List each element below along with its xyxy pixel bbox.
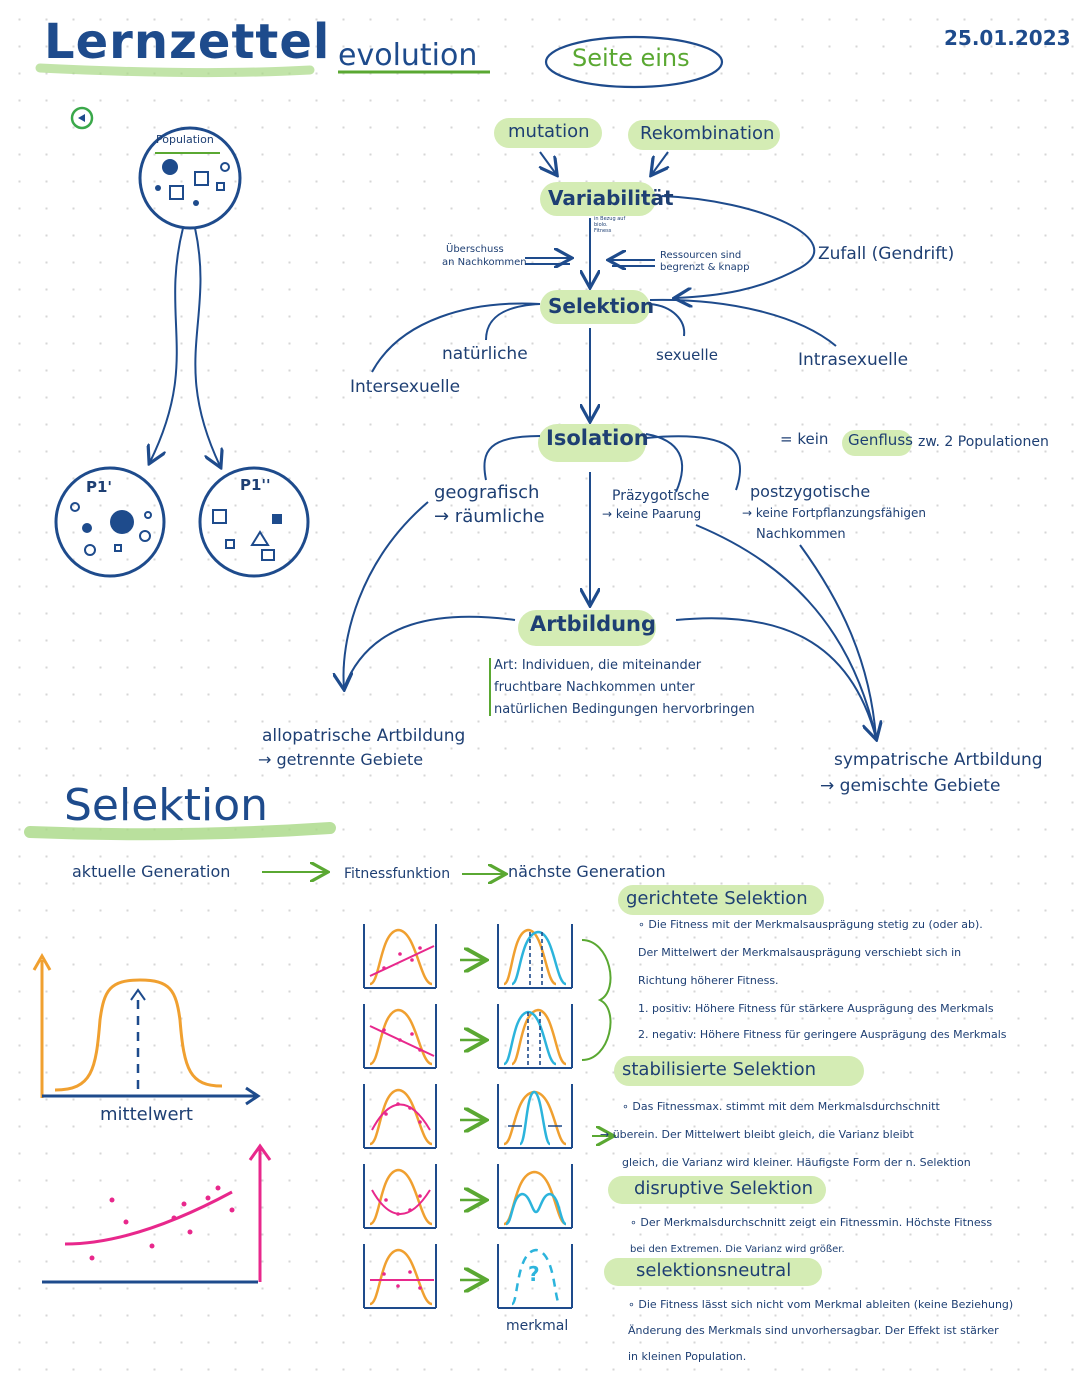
variabilitaet-note: in Bezug auf biolo. Fitness	[594, 216, 626, 234]
gerichtete-4: 1. positiv: Höhere Fitness für stärkere …	[638, 1002, 994, 1015]
selektion-heading: Selektion	[64, 780, 269, 831]
merkmal-label: merkmal	[506, 1318, 569, 1334]
disruptiv-title: disruptive Selektion	[634, 1178, 814, 1199]
node-natuerliche: natürliche	[442, 344, 528, 364]
node-zufall: Zufall (Gendrift)	[818, 244, 955, 264]
neutral-2: Änderung des Merkmals sind unvorhersagba…	[628, 1324, 999, 1337]
gerichtete-1: ∘ Die Fitness mit der Merkmalsausprägung…	[638, 918, 983, 931]
node-isolation: Isolation	[546, 426, 649, 450]
node-selektion: Selektion	[548, 294, 655, 318]
art-def-1: Art: Individuen, die miteinander	[494, 658, 702, 673]
question-mark: ?	[528, 1262, 540, 1286]
sympatrisch-1: sympatrische Artbildung	[834, 750, 1043, 770]
stabil-3: gleich, die Varianz wird kleiner. Häufig…	[622, 1156, 971, 1169]
gerichtete-2: Der Mittelwert der Merkmalsausprägung ve…	[638, 946, 962, 959]
node-rekombination: Rekombination	[640, 123, 775, 144]
postzygotisch-1: postzygotische	[750, 482, 871, 501]
page-title: Lernzettel	[44, 14, 331, 70]
scatter-chart	[42, 1143, 272, 1284]
praezygotisch-2: → keine Paarung	[602, 507, 702, 521]
allopatrisch-1: allopatrische Artbildung	[262, 726, 466, 746]
population-diagram	[54, 126, 310, 578]
stabil-title: stabilisierte Selektion	[622, 1059, 817, 1080]
node-sexuelle: sexuelle	[656, 346, 718, 364]
neutral-3: in kleinen Population.	[628, 1350, 747, 1363]
kein-label: = kein	[780, 430, 829, 448]
praezygotisch-1: Präzygotische	[612, 488, 710, 504]
mindmap-connectors	[344, 151, 876, 738]
title-underline	[35, 63, 315, 78]
genfluss-label: Genfluss	[848, 431, 913, 449]
ressourcen-2: begrenzt & knapp	[660, 262, 750, 273]
date: 25.01.2023	[944, 26, 1071, 50]
postzygotisch-3: Nachkommen	[756, 527, 846, 542]
mittelwert-label: mittelwert	[100, 1104, 193, 1125]
node-intersexuelle: Intersexuelle	[350, 377, 461, 397]
art-def-3: natürlichen Bedingungen hervorbringen	[494, 702, 755, 717]
p1-label: P1'	[86, 478, 113, 496]
flow-fitness: Fitnessfunktion	[344, 866, 451, 882]
node-intrasexuelle: Intrasexuelle	[798, 350, 909, 370]
ressourcen-1: Ressourcen sind	[660, 250, 742, 261]
flow-aktuelle: aktuelle Generation	[72, 862, 231, 881]
gerichtete-3: Richtung höherer Fitness.	[638, 974, 779, 987]
stabil-2: → überein. Der Mittelwert bleibt gleich,…	[600, 1128, 914, 1141]
art-def-2: fruchtbare Nachkommen unter	[494, 680, 695, 695]
disruptiv-2: bei den Extremen. Die Varianz wird größe…	[630, 1244, 845, 1255]
neutral-1: ∘ Die Fitness lässt sich nicht vom Merkm…	[628, 1298, 1014, 1311]
ueberschuss-1: Überschuss	[446, 244, 504, 255]
p2-label: P1''	[240, 476, 271, 494]
mini-charts	[363, 924, 612, 1309]
selektion-underline	[24, 822, 336, 841]
stabil-1: ∘ Das Fitnessmax. stimmt mit dem Merkmal…	[622, 1100, 940, 1113]
allopatrisch-2: → getrennte Gebiete	[258, 750, 424, 769]
zw-populationen: zw. 2 Populationen	[918, 434, 1049, 450]
node-mutation: mutation	[508, 121, 590, 142]
geografisch-1: geografisch	[434, 482, 540, 503]
geografisch-2: → räumliche	[434, 506, 545, 527]
node-variabilitaet: Variabilität	[548, 186, 674, 210]
gerichtete-title: gerichtete Selektion	[626, 888, 808, 909]
population-label: Population	[156, 133, 214, 146]
node-artbildung: Artbildung	[530, 612, 657, 636]
flow-naechste: nächste Generation	[508, 862, 666, 881]
gerichtete-5: 2. negativ: Höhere Fitness für geringere…	[638, 1028, 1007, 1041]
big-fitness-chart	[32, 952, 261, 1106]
page-badge-ellipse	[544, 35, 724, 89]
page-badge: Seite eins	[572, 44, 690, 72]
mindmap-highlights	[494, 118, 912, 1286]
neutral-title: selektionsneutral	[636, 1260, 792, 1281]
back-icon	[70, 106, 94, 130]
page-subtitle: evolution	[338, 38, 478, 73]
postzygotisch-2: → keine Fortpflanzungsfähigen	[742, 506, 927, 520]
disruptiv-1: ∘ Der Merkmalsdurchschnitt zeigt ein Fit…	[630, 1216, 993, 1229]
sympatrisch-2: → gemischte Gebiete	[820, 776, 1001, 796]
ueberschuss-2: an Nachkommen	[442, 257, 527, 268]
